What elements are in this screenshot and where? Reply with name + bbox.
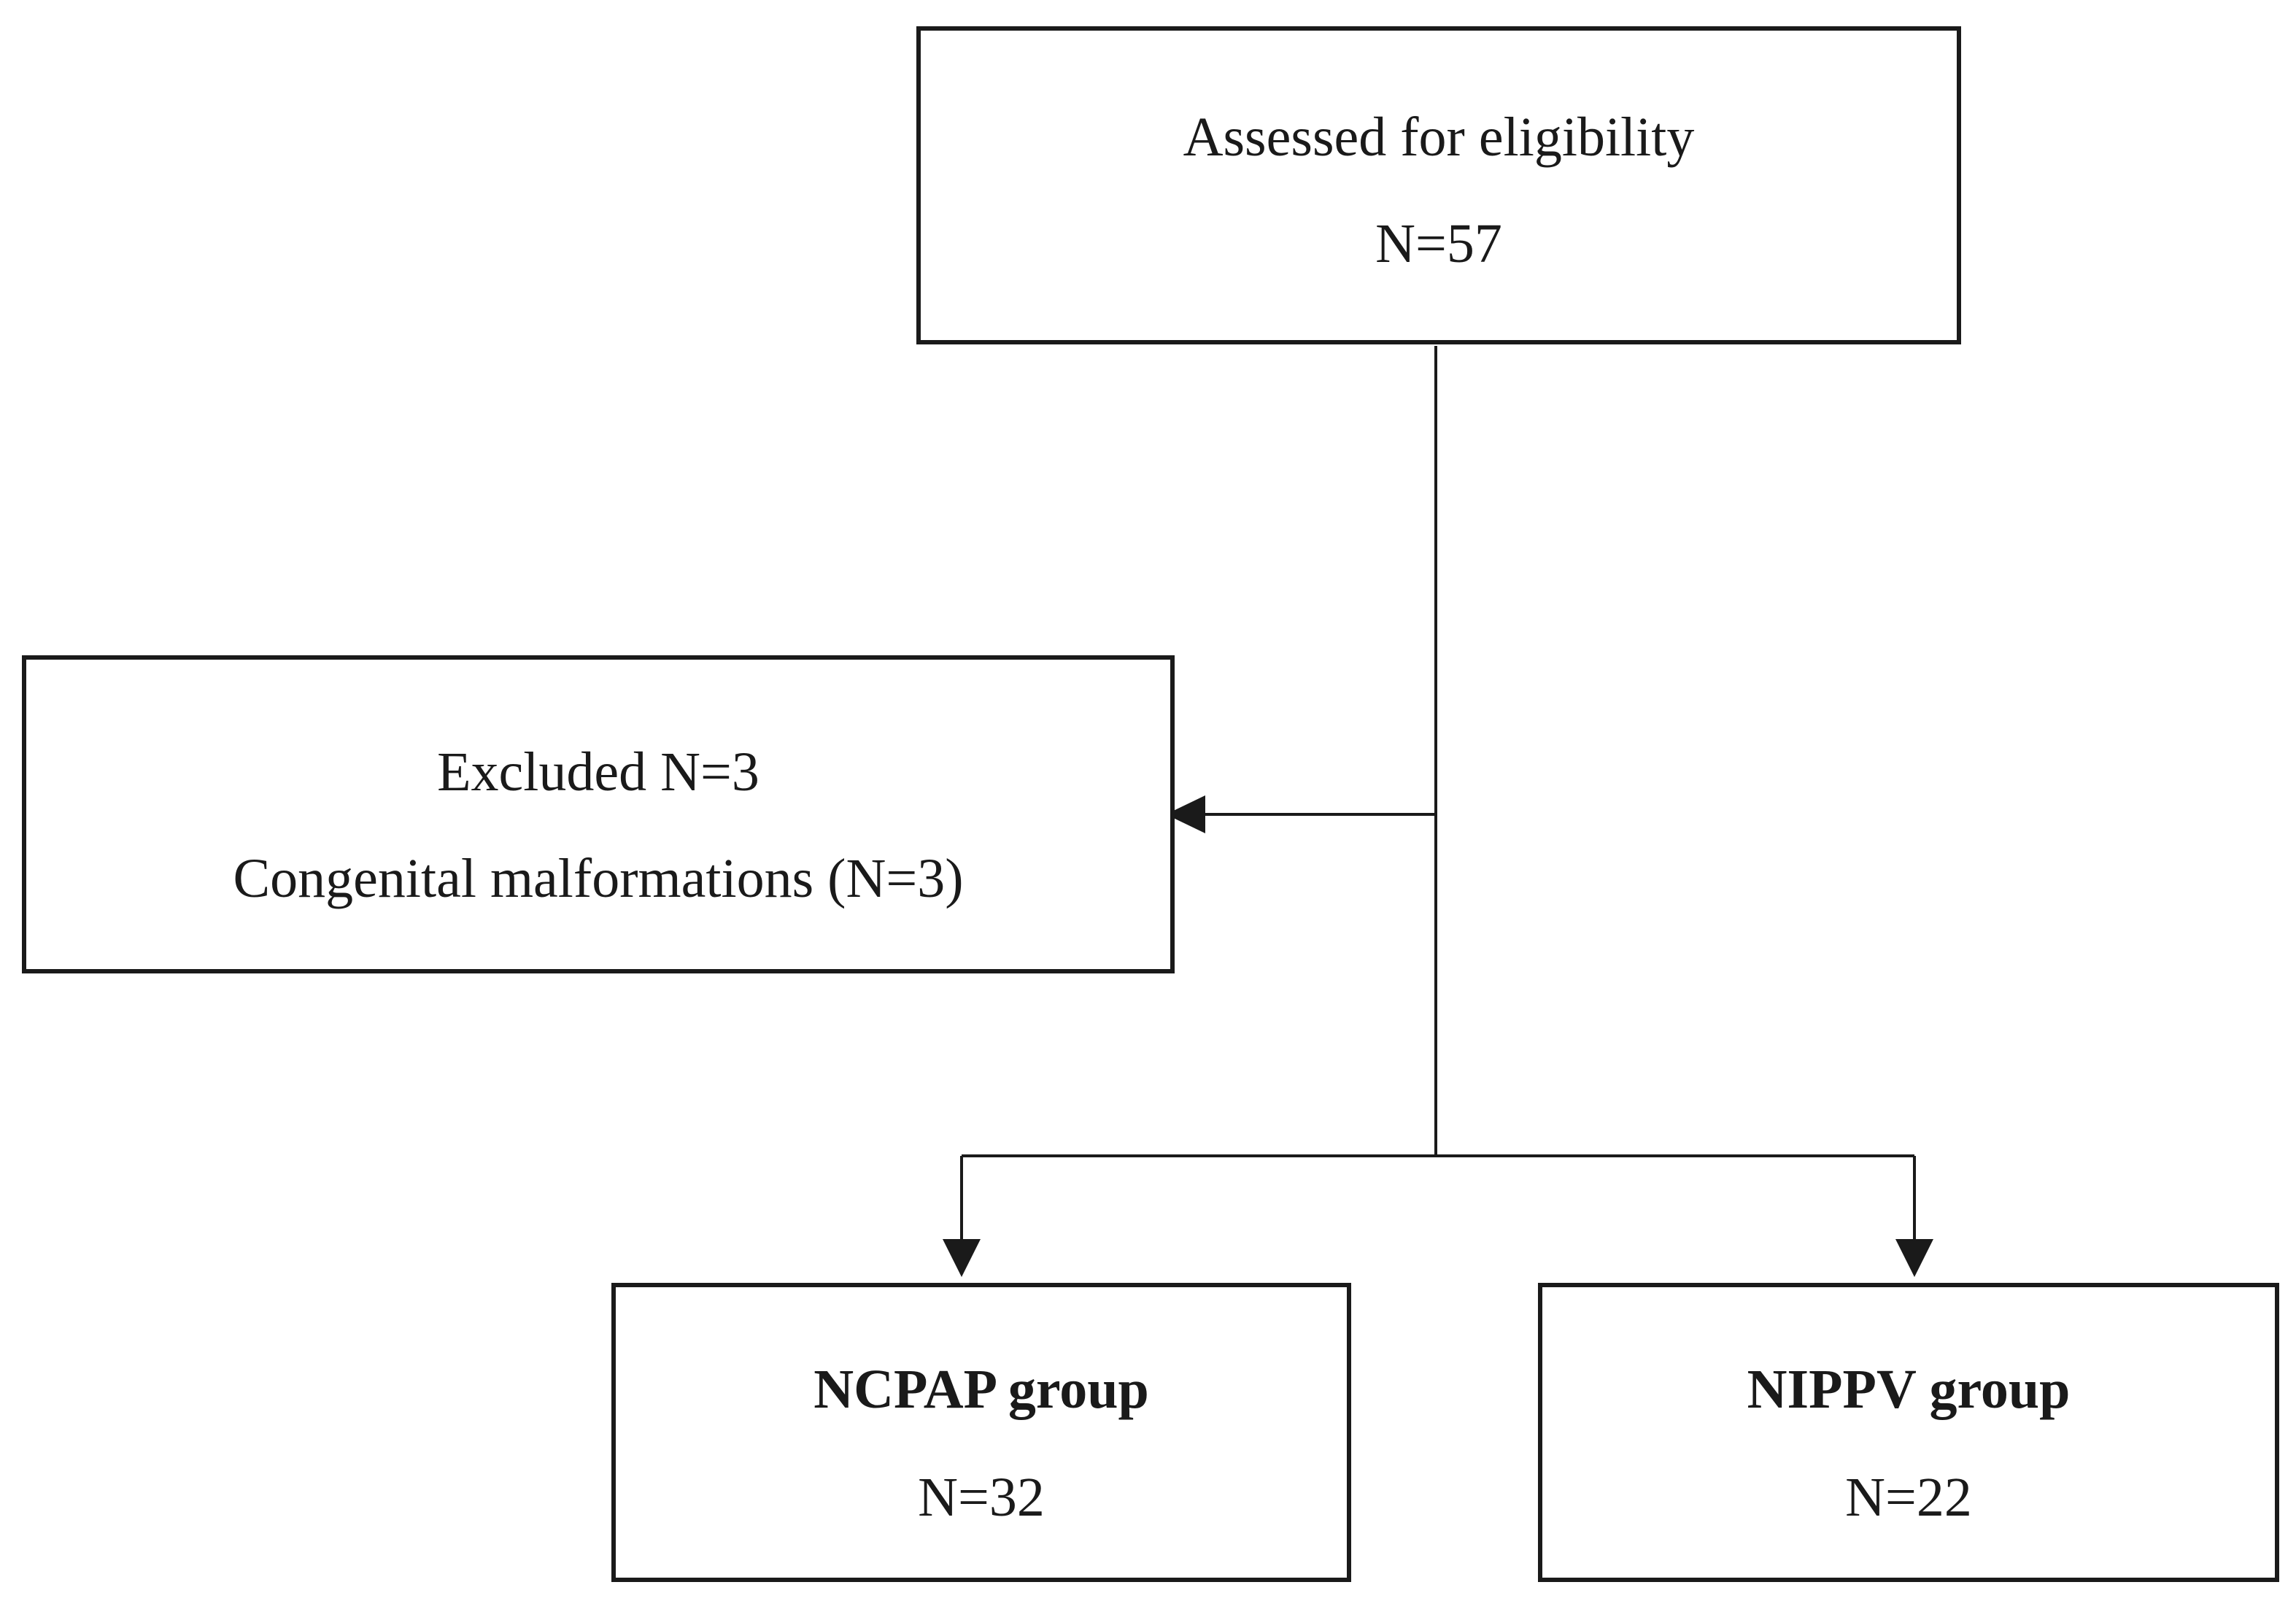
ncpap-box: NCPAP group N=32	[611, 1283, 1351, 1582]
ncpap-arrowhead	[943, 1239, 981, 1277]
nippv-arrowhead	[1895, 1239, 1933, 1277]
excluded-title: Excluded N=3	[437, 741, 759, 803]
excluded-box: Excluded N=3 Congenital malformations (N…	[22, 655, 1175, 973]
assessed-count: N=57	[1375, 213, 1502, 274]
assessed-title: Assessed for eligibility	[1183, 107, 1695, 168]
nippv-count: N=22	[1845, 1467, 1972, 1528]
nippv-title: NIPPV group	[1747, 1359, 2071, 1420]
excluded-reason: Congenital malformations (N=3)	[233, 848, 964, 909]
assessed-box: Assessed for eligibility N=57	[916, 26, 1961, 344]
ncpap-title: NCPAP group	[813, 1359, 1149, 1420]
excluded-arrowhead	[1166, 795, 1205, 833]
nippv-box: NIPPV group N=22	[1538, 1283, 2279, 1582]
ncpap-count: N=32	[918, 1467, 1045, 1528]
